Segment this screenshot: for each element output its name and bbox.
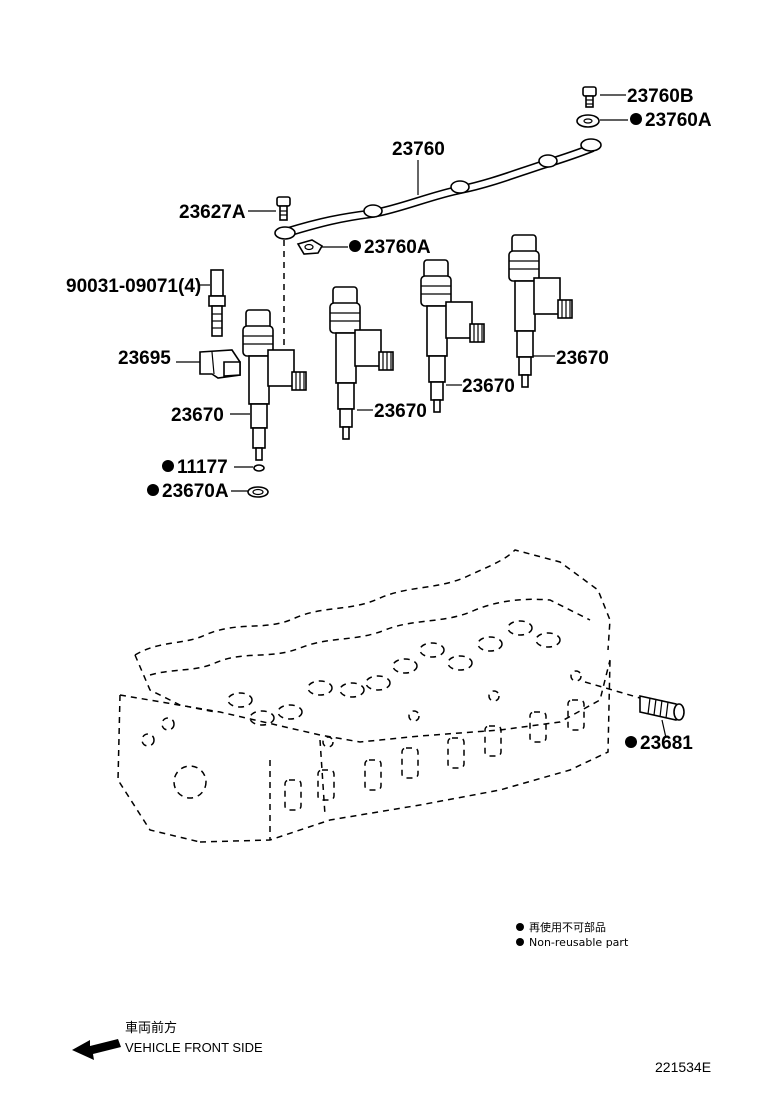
legend-text-jp: 再使用不可部品 <box>529 920 606 934</box>
nonreusable-legend: 再使用不可部品 Non-reusable part <box>516 920 629 949</box>
label-23670-mid: 23670 <box>374 401 427 422</box>
legend-text-en: Non-reusable part <box>529 936 629 949</box>
label-23681: 23681 <box>640 733 693 754</box>
label-23670-right: 23670 <box>556 348 609 369</box>
nonreusable-dot-23760a-mid <box>349 240 361 252</box>
bolt-23760b <box>582 86 597 108</box>
bolt-23627a <box>276 196 291 221</box>
label-23670-center: 23670 <box>462 376 515 397</box>
label-23670-left: 23670 <box>171 405 224 426</box>
seal-23670a <box>247 486 269 498</box>
gasket-23760a-mid <box>296 239 324 255</box>
legend-dot-en <box>516 938 524 946</box>
injector-23670-center <box>420 259 485 413</box>
cylinder-head-outline <box>117 549 641 843</box>
clamp-23695 <box>199 349 241 379</box>
direction-text-en: VEHICLE FRONT SIDE <box>125 1040 263 1055</box>
vehicle-front-indicator: 車両前方 VEHICLE FRONT SIDE <box>72 1020 263 1060</box>
leak-off-pipe-23760 <box>274 138 602 240</box>
label-23760a-mid: 23760A <box>364 237 431 258</box>
label-11177: 11177 <box>177 457 228 478</box>
nonreusable-dot-23760a-top <box>630 113 642 125</box>
injector-23670-right <box>508 234 573 388</box>
bolt-90031-09071 <box>208 269 226 337</box>
gasket-23760a-top <box>576 114 600 128</box>
injector-23670-left <box>242 309 307 461</box>
injector-23670-mid <box>329 286 394 440</box>
nonreusable-dot-23670a <box>147 484 159 496</box>
label-23695: 23695 <box>118 348 171 369</box>
sleeve-23681 <box>639 695 685 721</box>
legend-dot-jp <box>516 923 524 931</box>
label-23670a: 23670A <box>162 481 229 502</box>
nonreusable-dot-23681 <box>625 736 637 748</box>
arrow-left-icon <box>72 1039 121 1060</box>
diagram-code: 221534E <box>655 1059 711 1075</box>
leader-23681 <box>661 719 667 739</box>
label-23760a-top: 23760A <box>645 110 712 131</box>
washer-11177 <box>253 464 265 472</box>
label-23627a: 23627A <box>179 202 246 223</box>
label-23760b: 23760B <box>627 86 694 107</box>
label-23760: 23760 <box>392 139 445 160</box>
label-90031-09071: 90031-09071(4) <box>66 276 201 297</box>
nonreusable-dot-11177 <box>162 460 174 472</box>
direction-text-jp: 車両前方 <box>125 1020 177 1035</box>
